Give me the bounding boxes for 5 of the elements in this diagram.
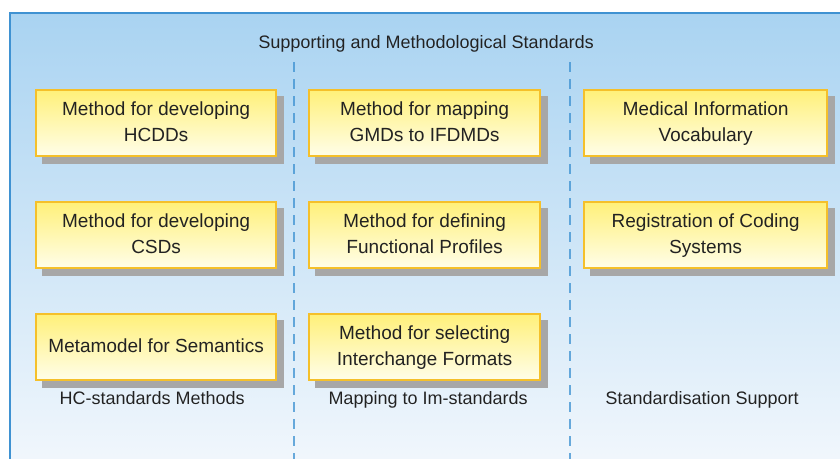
panel-title: Supporting and Methodological Standards: [257, 32, 595, 53]
panel-background: [9, 12, 840, 459]
column-label: HC-standards Methods: [58, 387, 246, 410]
column-label: Standardisation Support: [604, 387, 800, 410]
column-label: Mapping to Im-standards: [327, 387, 529, 410]
